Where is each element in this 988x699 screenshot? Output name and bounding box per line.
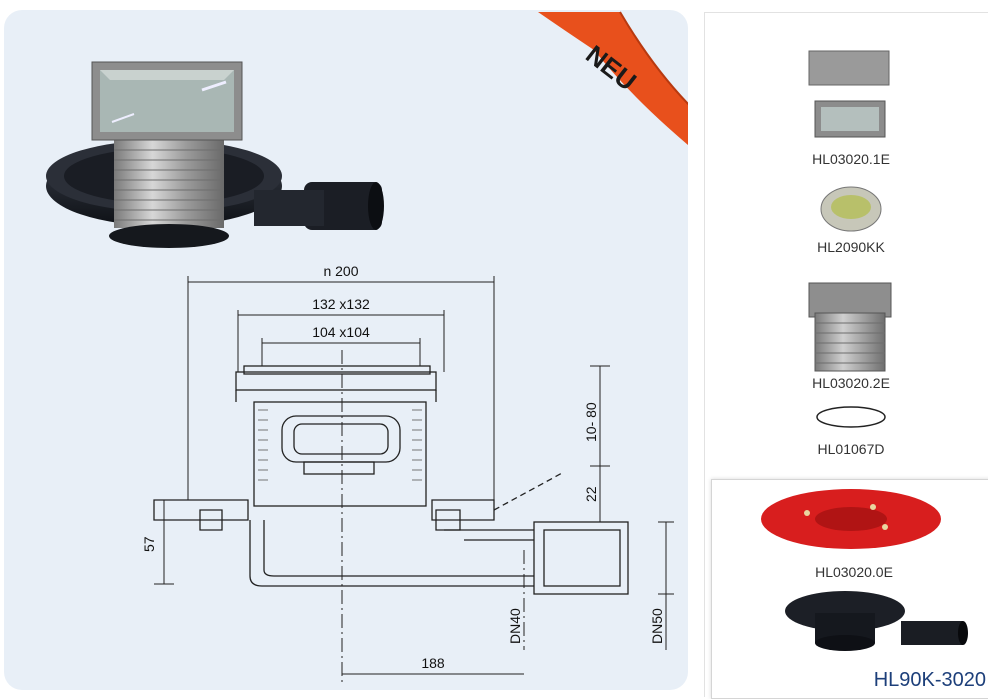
part-code-5[interactable]: HL03020.0E (815, 564, 893, 580)
dim-offset: 22 (583, 486, 599, 502)
o-ring-icon (816, 406, 886, 428)
parts-sidebar: HL03020.1E HL2090KK HL03020.2E HL01067D … (704, 12, 988, 699)
dim-height-adjust: 10- 80 (583, 402, 599, 442)
technical-drawing: n 200 132 x132 104 x104 10- 80 22 57 DN4… (46, 61, 674, 682)
extension-piece-icon (808, 282, 892, 372)
sealing-flange-icon (761, 489, 941, 549)
dim-outlet-dn50: DN50 (649, 608, 665, 644)
new-badge: NEU (538, 11, 688, 145)
odour-trap-icon (820, 186, 882, 232)
drain-3d-render (46, 61, 384, 248)
dim-outlet-dn40: DN40 (507, 608, 523, 644)
grate-icon (808, 50, 890, 138)
dimension-lines (154, 276, 674, 675)
part-code-2[interactable]: HL2090KK (817, 239, 885, 255)
kit-box[interactable]: HL03020.0E HL90K-3020 (711, 479, 988, 699)
part-code-1[interactable]: HL03020.1E (812, 151, 890, 167)
dim-length: 188 (421, 655, 445, 671)
product-drawing-panel: n 200 132 x132 104 x104 10- 80 22 57 DN4… (4, 10, 688, 690)
kit-title[interactable]: HL90K-3020 (873, 669, 986, 691)
parts-illustrations (761, 50, 968, 651)
cross-section (153, 365, 629, 595)
part-code-4[interactable]: HL01067D (817, 441, 885, 457)
drain-body-icon (785, 591, 968, 651)
part-code-3[interactable]: HL03020.2E (812, 375, 890, 391)
dim-grate-size: 104 x104 (312, 324, 370, 340)
dim-outer-width: n 200 (323, 263, 358, 279)
dim-frame-size: 132 x132 (312, 296, 370, 312)
dim-height: 57 (141, 536, 157, 552)
